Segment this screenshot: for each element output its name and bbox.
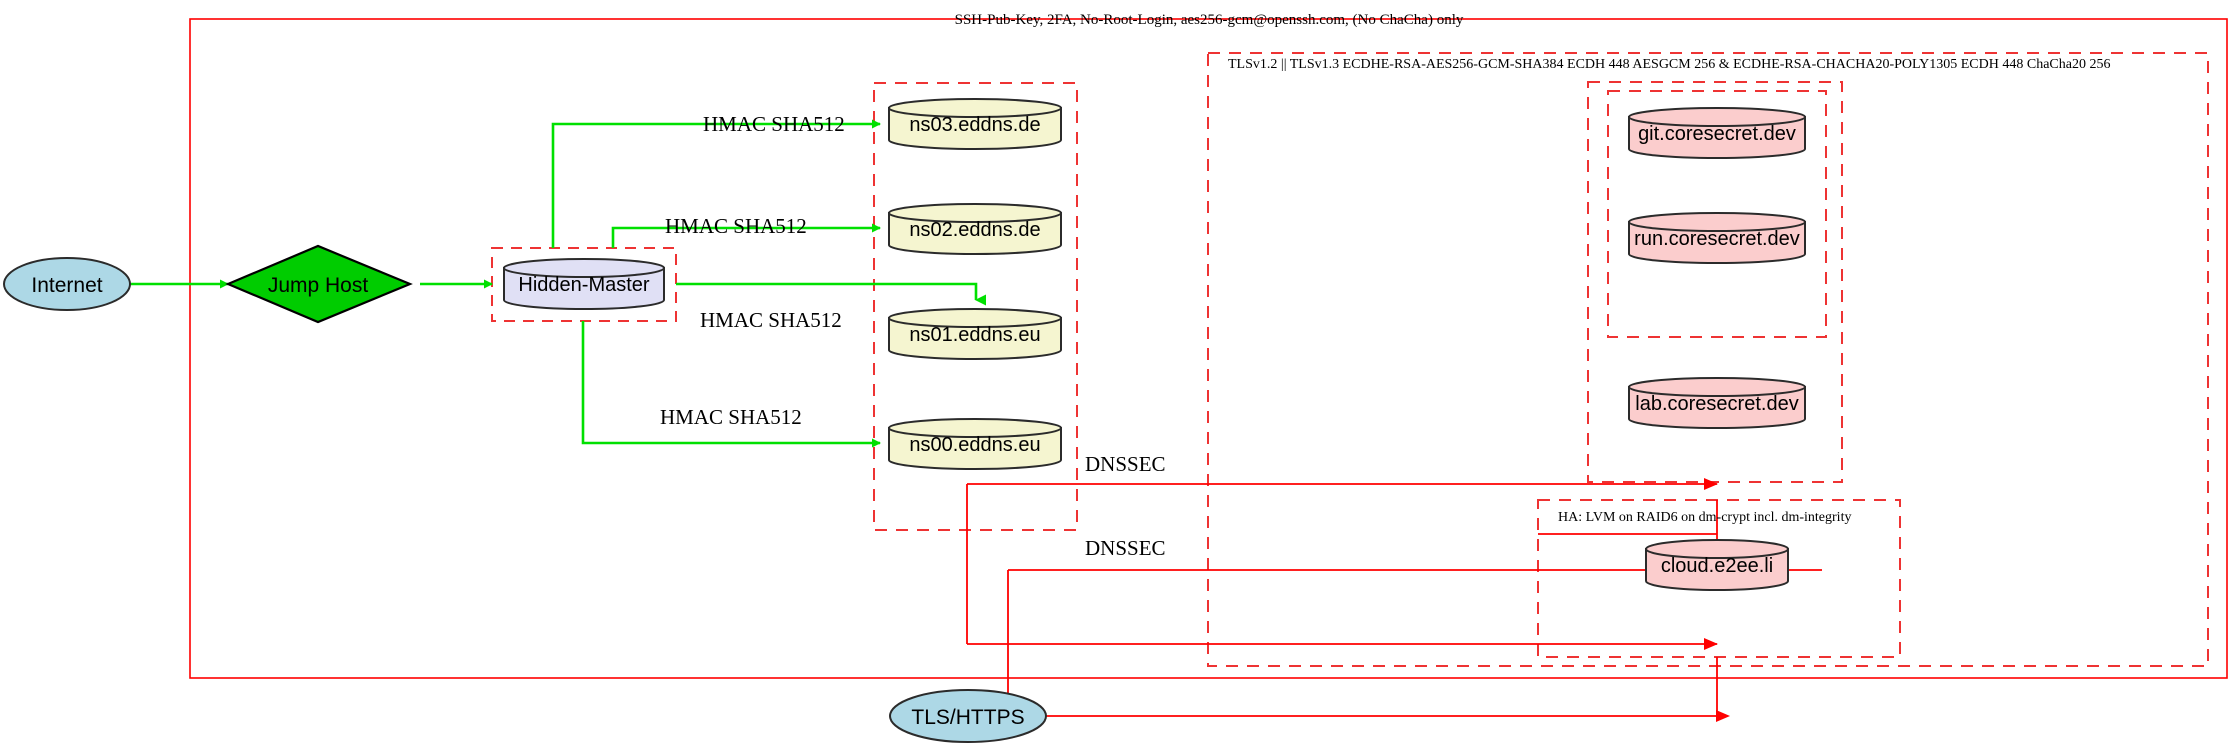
ns02-top [888, 203, 1062, 223]
edge-label-hmac-ns00: HMAC SHA512 [660, 405, 802, 429]
dns-zone-box [873, 82, 1078, 531]
node-ns02[interactable]: ns02.eddns.de [888, 203, 1062, 255]
ns02-label: ns02.eddns.de [909, 219, 1040, 241]
jump-host-diamond [225, 244, 413, 324]
internet-label: Internet [31, 274, 102, 297]
hidden-master-top [503, 258, 665, 278]
ns01-body [888, 317, 1062, 360]
ha-boundary-label: HA: LVM on RAID6 on dm-crypt incl. dm-in… [1558, 510, 1851, 525]
edge-hiddenmaster-ns02 [611, 223, 881, 248]
tls-https-ellipse [889, 689, 1047, 743]
edge-label-hmac-ns03: HMAC SHA512 [703, 112, 845, 136]
lab-body [1628, 386, 1806, 429]
ns03-body [888, 107, 1062, 150]
ns02-body [888, 212, 1062, 255]
git-body [1628, 116, 1806, 159]
node-jump-host[interactable]: Jump Host [225, 244, 413, 324]
hidden-master-label: Hidden-Master [518, 274, 650, 296]
cloud-top [1645, 539, 1789, 559]
node-internet[interactable]: Internet [3, 257, 131, 311]
tls-boundary-label: TLSv1.2 || TLSv1.3 ECDHE-RSA-AES256-GCM-… [1228, 57, 2110, 72]
run-label: run.coresecret.dev [1634, 228, 1800, 250]
node-cloud-e2ee[interactable]: cloud.e2ee.li [1645, 539, 1789, 591]
ns01-top [888, 308, 1062, 328]
run-body [1628, 221, 1806, 264]
node-ns03[interactable]: ns03.eddns.de [888, 98, 1062, 150]
edge-label-hmac-ns02: HMAC SHA512 [665, 214, 807, 238]
hidden-master-body [503, 267, 665, 310]
git-top [1628, 107, 1806, 127]
coresecret-inner-box [1607, 90, 1827, 338]
internet-ellipse [3, 257, 131, 311]
lab-label: lab.coresecret.dev [1635, 393, 1798, 415]
ns00-label: ns00.eddns.eu [909, 434, 1040, 456]
ns00-body [888, 427, 1062, 470]
tls-boundary-box [1207, 52, 2209, 667]
ha-zone-box [1537, 499, 1901, 658]
edge-label-dnssec-lower: DNSSEC [1085, 536, 1166, 560]
edge-hiddenmaster-ns00 [581, 321, 881, 448]
edge-label-hmac-ns01: HMAC SHA512 [700, 308, 842, 332]
node-hidden-master[interactable]: Hidden-Master [503, 258, 665, 310]
node-ns00[interactable]: ns00.eddns.eu [888, 418, 1062, 470]
cloud-label: cloud.e2ee.li [1661, 555, 1773, 577]
node-git-coresecret[interactable]: git.coresecret.dev [1628, 107, 1806, 159]
node-lab-coresecret[interactable]: lab.coresecret.dev [1628, 377, 1806, 429]
ns03-label: ns03.eddns.de [909, 114, 1040, 136]
ssh-boundary-box [189, 18, 2228, 679]
edge-hiddenmaster-ns01 [676, 282, 986, 306]
run-top [1628, 212, 1806, 232]
edge-hiddenmaster-ns03 [551, 119, 881, 248]
ns01-label: ns01.eddns.eu [909, 324, 1040, 346]
tls-https-label: TLS/HTTPS [911, 706, 1024, 729]
git-label: git.coresecret.dev [1638, 123, 1796, 145]
node-tls-https[interactable]: TLS/HTTPS [889, 689, 1047, 743]
ssh-boundary-label: SSH-Pub-Key, 2FA, No-Root-Login, aes256-… [955, 12, 1464, 28]
node-ns01[interactable]: ns01.eddns.eu [888, 308, 1062, 360]
lab-top [1628, 377, 1806, 397]
jump-host-label: Jump Host [268, 274, 369, 297]
edge-label-dnssec-upper: DNSSEC [1085, 452, 1166, 476]
ns03-top [888, 98, 1062, 118]
cloud-body [1645, 548, 1789, 591]
ns00-top [888, 418, 1062, 438]
node-run-coresecret[interactable]: run.coresecret.dev [1628, 212, 1806, 264]
